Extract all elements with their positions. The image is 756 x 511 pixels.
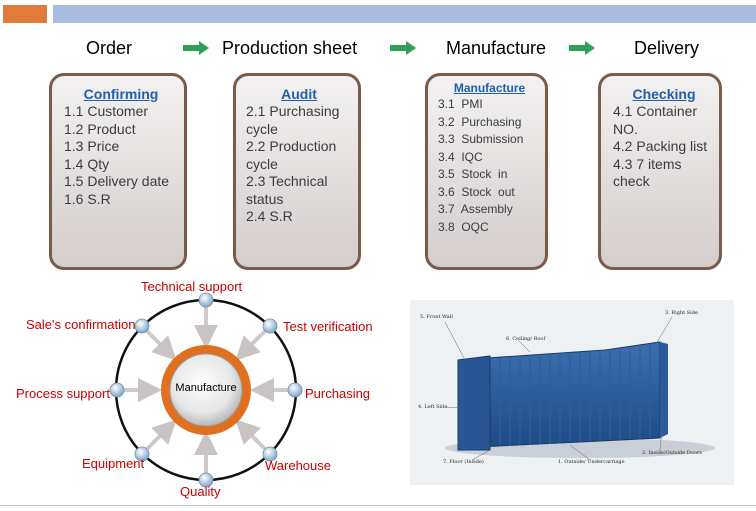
list-item: cycle	[246, 120, 278, 137]
arrow-right-icon	[390, 41, 416, 55]
list-item: 1.4 Qty	[64, 155, 110, 172]
hub-diagram	[109, 292, 303, 488]
arrow-right-icon	[183, 41, 209, 55]
spoke-label: Test verification	[283, 319, 373, 334]
header-accent-block	[3, 5, 47, 23]
card-production-sheet: Audit 2.1 Purchasing cycle 2.2 Productio…	[233, 73, 361, 270]
list-item: 2.2 Production	[246, 138, 337, 154]
list-item: 3.5 Stock in	[438, 167, 508, 181]
spoke-label: Process support	[16, 386, 110, 401]
stage-production-sheet: Production sheet	[222, 38, 358, 58]
spoke-label: Sale's confirmation	[26, 317, 136, 332]
container-label: 6. Ceiling/ Roof	[506, 336, 546, 342]
list-item: NO.	[613, 120, 638, 137]
list-item: 3.6 Stock out	[438, 184, 515, 199]
spoke-label: Quality	[180, 484, 221, 499]
container-label: 2. Inside/Outside Doors	[642, 450, 702, 456]
shipping-container-icon	[444, 316, 715, 461]
list-item: 3.7 Assembly	[438, 202, 513, 216]
list-item: 1.2 Product	[64, 120, 136, 137]
list-item: cycle	[246, 155, 278, 172]
footer-divider	[0, 505, 756, 506]
card-delivery: Checking 4.1 Container NO. 4.2 Packing l…	[598, 73, 722, 270]
list-item: check	[613, 173, 650, 189]
card-order: Confirming 1.1 Customer 1.2 Product 1.3 …	[49, 73, 187, 270]
container-illustration: 5. Front Wall 6. Ceiling/ Roof 3. Right …	[410, 300, 734, 485]
container-label: 1. Outside/ Undercarriage	[558, 459, 625, 465]
spoke-label: Equipment	[82, 456, 145, 471]
list-item: 4.1 Container	[613, 103, 698, 119]
list-item: 3.4 IQC	[438, 149, 483, 164]
card-title: Checking	[632, 86, 696, 102]
spoke-label: Purchasing	[305, 386, 371, 401]
list-item: 4.2 Packing list	[613, 138, 708, 154]
list-item: 1.5 Delivery date	[64, 173, 170, 189]
list-item: 2.4 S.R	[246, 208, 293, 224]
container-label: 4. Left Side	[418, 404, 448, 410]
card-title: Confirming	[83, 86, 159, 102]
stage-order: Order	[86, 38, 133, 58]
list-item: 3.3 Submission	[438, 132, 524, 146]
list-item: 3.1 PMI	[438, 97, 483, 111]
stage-delivery: Delivery	[634, 38, 700, 58]
card-title: Manufacture	[453, 81, 526, 95]
container-label: 5. Front Wall	[420, 314, 453, 320]
spoke-label: Technical support	[141, 279, 243, 294]
container-label: 3. Right Side	[665, 310, 698, 316]
arrow-right-icon	[569, 41, 595, 55]
card-title: Audit	[281, 86, 317, 102]
hub-center-label: Manufacture	[175, 382, 237, 394]
list-item: 1.6 S.R	[64, 190, 111, 207]
list-item: 4.3 7 items	[613, 155, 682, 172]
list-item: 3.8 OQC	[438, 219, 489, 234]
stage-manufacture: Manufacture	[446, 38, 547, 58]
list-item: 1.3 Price	[64, 138, 120, 154]
container-label: 7. Floor (Inside)	[443, 459, 484, 465]
header-bar	[53, 5, 756, 23]
card-manufacture: Manufacture 3.1 PMI 3.2 Purchasing 3.3 S…	[425, 73, 548, 270]
list-item: 1.1 Customer	[64, 103, 149, 119]
spoke-label: Warehouse	[265, 458, 331, 473]
list-item: 3.2 Purchasing	[438, 114, 522, 129]
list-item: 2.1 Purchasing	[246, 103, 340, 119]
list-item: 2.3 Technical	[246, 173, 328, 189]
list-item: status	[246, 190, 284, 207]
